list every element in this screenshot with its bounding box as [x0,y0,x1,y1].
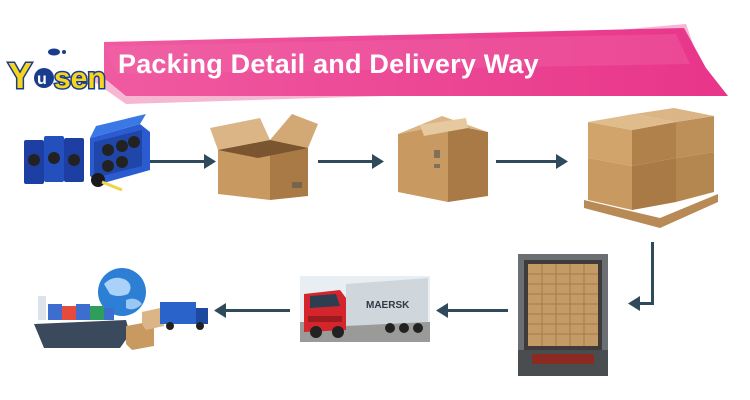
flow-arrow [150,160,206,163]
pallet-icon [584,108,718,228]
truck-icon: MAERSK [300,276,430,342]
flow-arrow [318,160,374,163]
candy-display-icon [24,114,150,192]
flow-arrow [651,242,654,304]
brand-logo: Y u sen [7,48,107,98]
container-loading-icon [518,254,608,376]
flow-arrow [496,160,558,163]
flow-arrow [638,302,654,305]
arrow-head-icon [204,154,216,169]
arrow-head-icon [556,154,568,169]
svg-text:u: u [37,71,47,88]
arrow-head-icon [214,303,226,318]
flow-arrow [446,309,508,312]
title-banner [86,24,728,104]
flow-arrow [224,309,290,312]
arrow-head-icon [372,154,384,169]
sealed-carton-icon [398,116,488,202]
arrow-head-icon [628,296,640,311]
global-shipping-icon [34,268,208,350]
container-brand-text: MAERSK [366,300,410,311]
open-carton-icon [210,114,318,200]
page-title: Packing Detail and Delivery Way [118,49,539,79]
svg-text:sen: sen [54,62,106,95]
svg-text:Y: Y [8,55,32,96]
arrow-head-icon [436,303,448,318]
